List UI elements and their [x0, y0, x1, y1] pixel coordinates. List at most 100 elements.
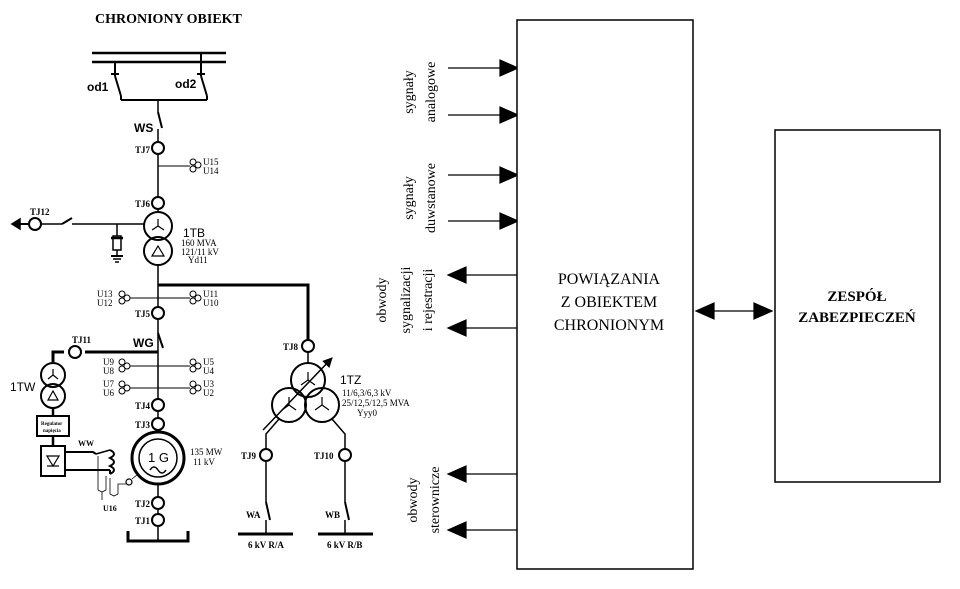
ct-tj10	[338, 448, 352, 462]
tj5-label: TJ5	[135, 309, 151, 319]
od1-label: od1	[87, 80, 109, 94]
tj6-label: TJ6	[135, 199, 151, 209]
ct-tj11	[68, 345, 82, 359]
tap-line-to-1tz	[158, 283, 310, 340]
protection-line-1: ZESPÓŁ	[827, 288, 886, 305]
u14-label: U14	[203, 166, 219, 176]
svg-text:sygnały: sygnały	[402, 176, 417, 220]
control-circuits-label: obwody sterownicze	[406, 467, 443, 534]
voltage-regulator	[36, 415, 70, 446]
od2-label: od2	[175, 77, 197, 91]
svg-text:i rejestracji: i rejestracji	[421, 269, 436, 332]
tj8-label: TJ8	[283, 342, 299, 352]
generator-1g	[130, 430, 186, 486]
u15-label: U15	[203, 157, 219, 167]
rectifier	[40, 445, 66, 477]
bidirectional-arrow	[694, 302, 774, 320]
u9-label: U9	[103, 357, 114, 367]
interface-line-1: POWIĄZANIA	[558, 271, 661, 288]
ww-label: WW	[78, 439, 94, 448]
feeders-wa-wb	[238, 461, 373, 536]
vt-u9-u8	[118, 358, 158, 373]
interface-box	[516, 19, 694, 570]
tj4-label: TJ4	[135, 401, 151, 411]
analog-signals-label: sygnały analogowe	[402, 62, 439, 123]
tj2-label: TJ2	[135, 499, 151, 509]
generator-power: 135 MW	[190, 447, 223, 457]
wg-label: WG	[133, 336, 154, 350]
binary-signals-label: sygnały duwstanowe	[402, 163, 439, 233]
svg-text:analogowe: analogowe	[424, 62, 439, 123]
regulator-label-1: Regulator	[41, 422, 63, 427]
signalling-circuits-label: obwody sygnalizacji i rejestracji	[375, 266, 436, 333]
tz-power: 25/12,5/12,5 MVA	[342, 398, 410, 408]
tb-voltage: 121/11 kV	[181, 247, 219, 257]
u7-label: U7	[103, 379, 114, 389]
u4-label: U4	[203, 366, 214, 376]
generator-label: 1 G	[148, 450, 169, 465]
vt-u13-u12	[118, 290, 158, 305]
tj1-label: TJ1	[135, 516, 151, 526]
u16-label: U16	[103, 504, 117, 513]
u3-label: U3	[203, 379, 214, 389]
tj10-label: TJ10	[314, 451, 334, 461]
tj9-label: TJ9	[241, 451, 257, 461]
svg-text:sterownicze: sterownicze	[428, 467, 443, 534]
svg-text:sygnały: sygnały	[402, 70, 417, 114]
transformer-1tz	[262, 352, 346, 449]
ct-tj1	[151, 513, 165, 527]
vt-u5-u4	[158, 358, 202, 373]
ct-tj9	[259, 448, 273, 462]
wb-label: WB	[325, 510, 340, 520]
signal-arrows	[446, 59, 520, 539]
tj12-label: TJ12	[30, 207, 50, 217]
ct-tj7	[151, 141, 165, 155]
vt-u3-u2	[158, 380, 202, 395]
u13-label: U13	[97, 289, 113, 299]
u12-label: U12	[97, 298, 113, 308]
ct-tj2	[151, 496, 165, 510]
bus-b-label: 6 kV R/B	[327, 540, 362, 550]
tb-label: 1TB	[183, 226, 205, 240]
transformer-1tb	[143, 211, 173, 266]
protection-box	[774, 129, 941, 483]
u2-label: U2	[203, 388, 214, 398]
tw-label: 1TW	[10, 380, 36, 394]
bus-a-label: 6 kV R/A	[248, 540, 284, 550]
transformer-1tw	[40, 362, 66, 416]
u5-label: U5	[203, 357, 214, 367]
svg-text:sygnalizacji: sygnalizacji	[399, 266, 414, 333]
svg-text:obwody: obwody	[406, 477, 421, 522]
interface-line-2: Z OBIEKTEM	[561, 294, 657, 311]
neutral-bracket	[126, 531, 190, 543]
u8-label: U8	[103, 366, 114, 376]
tj11-label: TJ11	[72, 335, 92, 345]
svg-text:obwody: obwody	[375, 277, 390, 322]
ct-tj6	[151, 196, 165, 210]
u11-label: U11	[203, 289, 218, 299]
wa-label: WA	[246, 510, 261, 520]
interface-line-3: CHRONIONYM	[554, 317, 664, 334]
tb-group: Yd11	[188, 255, 208, 265]
tb-power: 160 MVA	[181, 238, 217, 248]
tz-group: Yyy0	[357, 408, 377, 418]
ct-tj3	[151, 417, 165, 431]
protection-line-2: ZABEZPIECZEŃ	[798, 309, 916, 326]
ct-tj8	[301, 339, 315, 353]
breaker-wg	[157, 332, 164, 349]
u10-label: U10	[203, 298, 219, 308]
diagram-title: CHRONIONY OBIEKT	[95, 12, 243, 27]
vt-u7-u6	[118, 380, 158, 395]
tz-label: 1TZ	[340, 373, 361, 387]
tj7-label: TJ7	[135, 145, 151, 155]
vt-u15-u14	[158, 158, 202, 173]
top-busbars	[92, 51, 226, 101]
tj12-feeder	[10, 217, 144, 263]
u6-label: U6	[103, 388, 114, 398]
excitation-wiring	[65, 449, 115, 475]
generator-voltage: 11 kV	[193, 457, 215, 467]
ct-tj4	[151, 398, 165, 412]
ws-label: WS	[134, 121, 153, 135]
svg-text:duwstanowe: duwstanowe	[424, 163, 439, 233]
